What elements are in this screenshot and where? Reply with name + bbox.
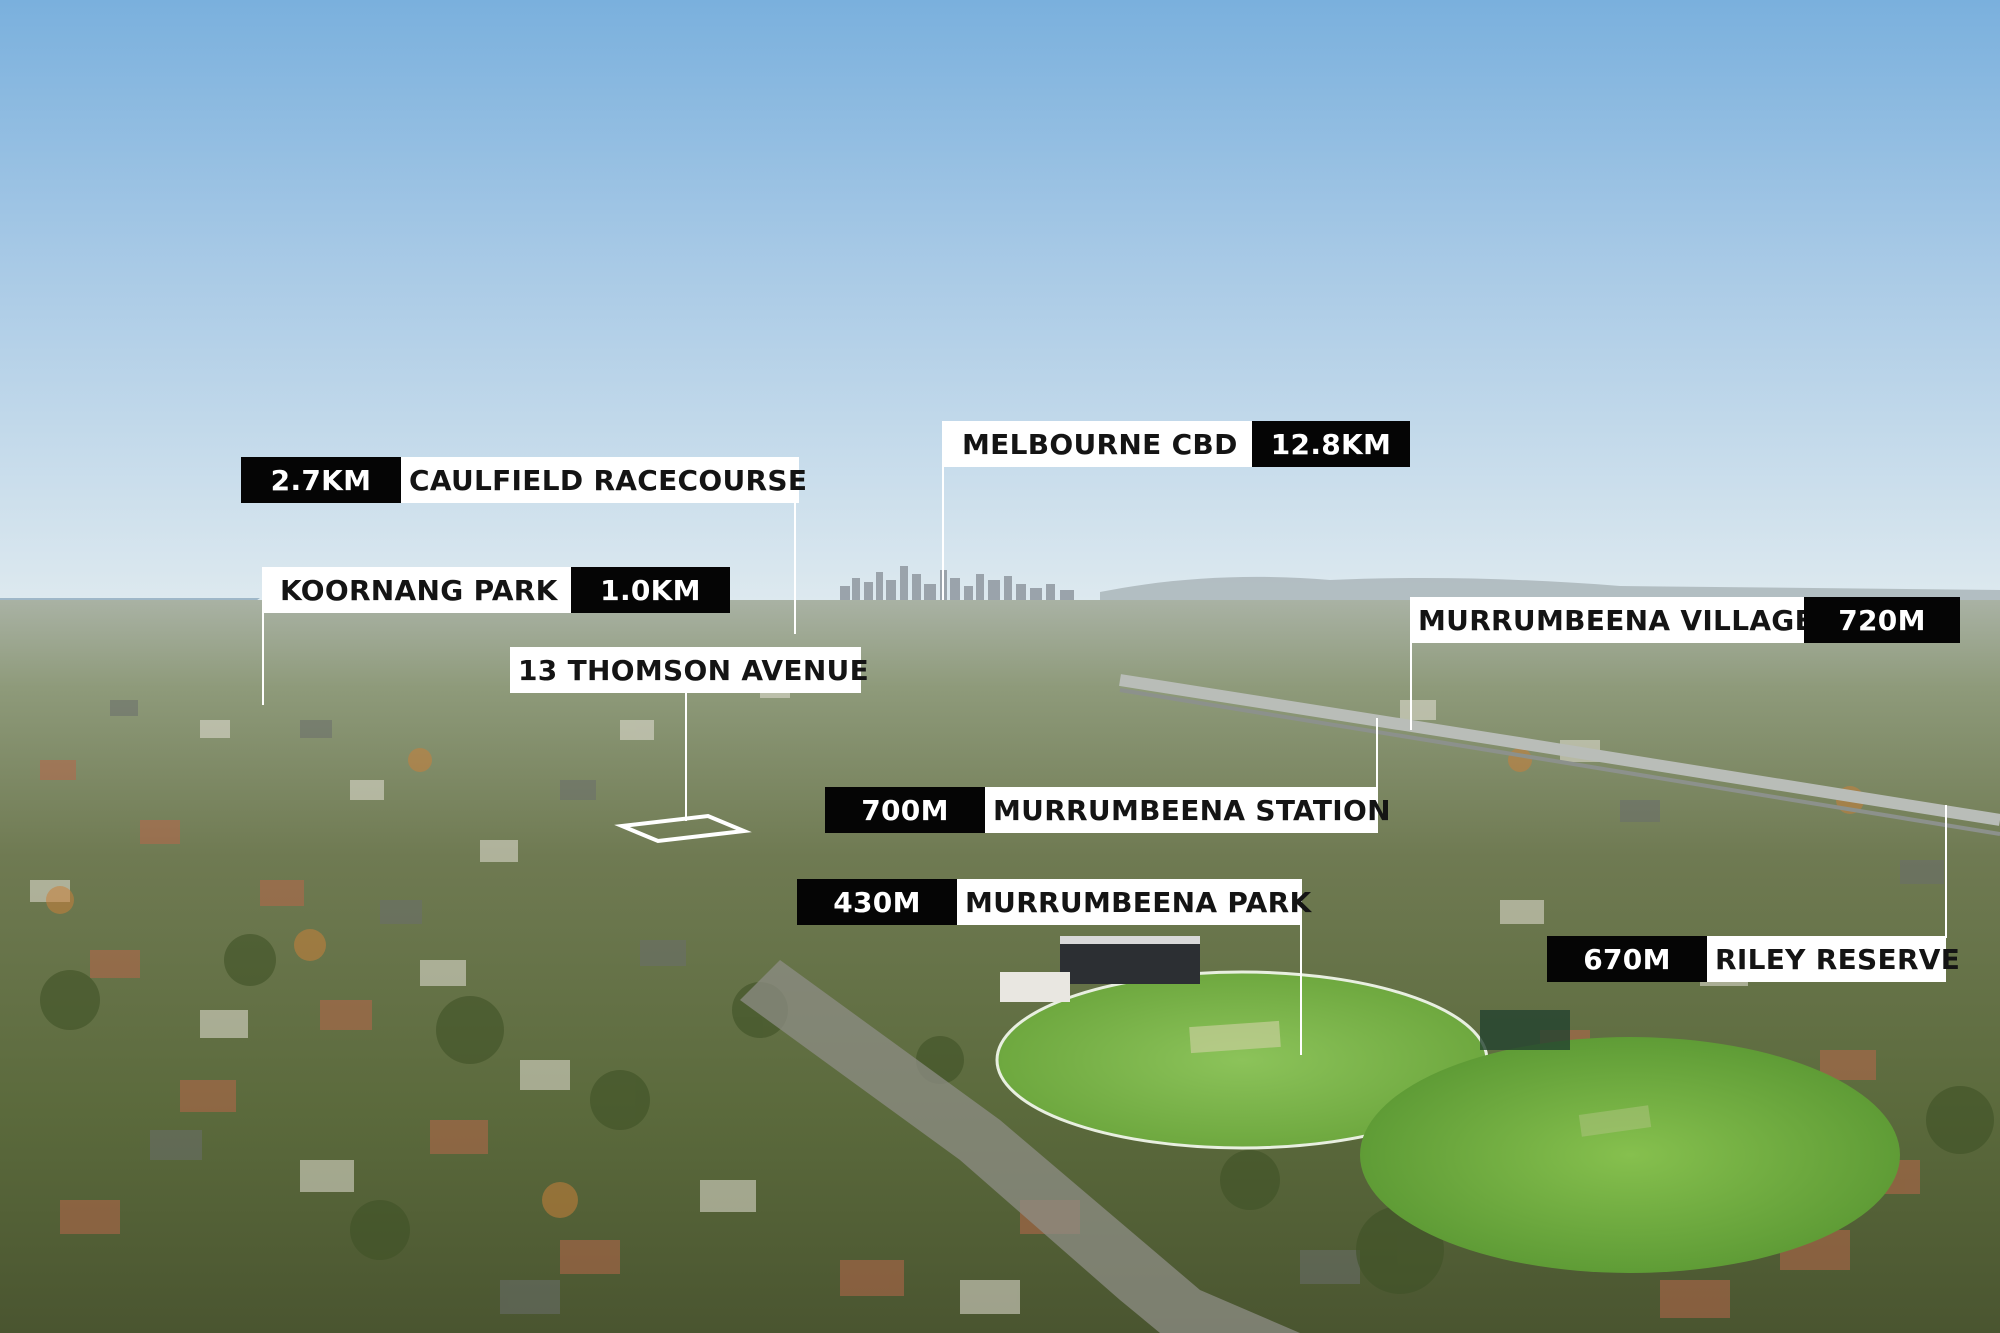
melbourne-cbd-leader: [942, 467, 944, 600]
park-leader: [1300, 924, 1302, 1055]
caulfield-racecourse-callout: 2.7KM CAULFIELD RACECOURSE: [241, 457, 807, 503]
caulfield-leader: [794, 503, 796, 634]
distance-badge: 1.0KM: [571, 567, 730, 613]
place-name: RILEY RESERVE: [1707, 936, 1960, 982]
distance-badge: 12.8KM: [1252, 421, 1410, 467]
melbourne-cbd-callout: MELBOURNE CBD 12.8KM: [942, 421, 1410, 467]
distance-badge: 700M: [825, 787, 985, 833]
distance-badge: 2.7KM: [241, 457, 401, 503]
koornang-leader: [262, 613, 264, 705]
distance-badge: 720M: [1804, 597, 1960, 643]
riley-leader: [1945, 805, 1947, 938]
station-leader: [1376, 718, 1378, 791]
village-leader: [1410, 643, 1412, 730]
place-name: MURRUMBEENA VILLAGE: [1410, 597, 1814, 643]
place-name: MELBOURNE CBD: [942, 421, 1252, 467]
thomson-leader: [685, 693, 687, 821]
koornang-park-callout: KOORNANG PARK 1.0KM: [262, 567, 730, 613]
place-name: CAULFIELD RACECOURSE: [401, 457, 807, 503]
place-name: MURRUMBEENA STATION: [985, 787, 1391, 833]
distance-badge: 430M: [797, 879, 957, 925]
place-name: 13 THOMSON AVENUE: [510, 647, 869, 693]
distance-badge: 670M: [1547, 936, 1707, 982]
murrumbeena-village-callout: MURRUMBEENA VILLAGE 720M: [1410, 597, 1960, 643]
murrumbeena-park-callout: 430M MURRUMBEENA PARK: [797, 879, 1311, 925]
thomson-avenue-callout: 13 THOMSON AVENUE: [510, 647, 869, 693]
murrumbeena-station-callout: 700M MURRUMBEENA STATION: [825, 787, 1391, 833]
place-name: KOORNANG PARK: [262, 567, 571, 613]
property-outline: [614, 813, 752, 844]
riley-reserve-callout: 670M RILEY RESERVE: [1547, 936, 1960, 982]
place-name: MURRUMBEENA PARK: [957, 879, 1311, 925]
